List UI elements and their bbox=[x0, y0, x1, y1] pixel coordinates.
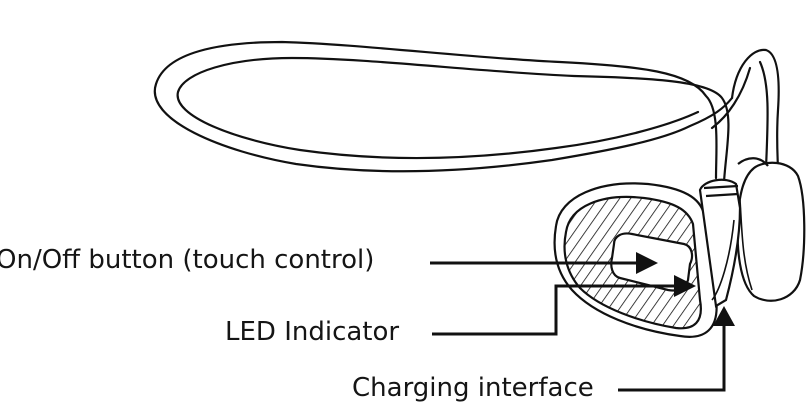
pointer-charging bbox=[618, 306, 735, 392]
label-led-indicator: LED Indicator bbox=[225, 317, 400, 347]
ear-hook bbox=[710, 48, 780, 174]
rear-pod bbox=[736, 157, 806, 302]
neckband bbox=[153, 40, 734, 184]
label-on-off-button: On/Off button (touch control) bbox=[0, 245, 375, 275]
front-transducer bbox=[553, 178, 742, 338]
pointer-led bbox=[432, 275, 696, 336]
label-charging-interface: Charging interface bbox=[352, 373, 594, 403]
pointer-on-off bbox=[430, 252, 658, 274]
